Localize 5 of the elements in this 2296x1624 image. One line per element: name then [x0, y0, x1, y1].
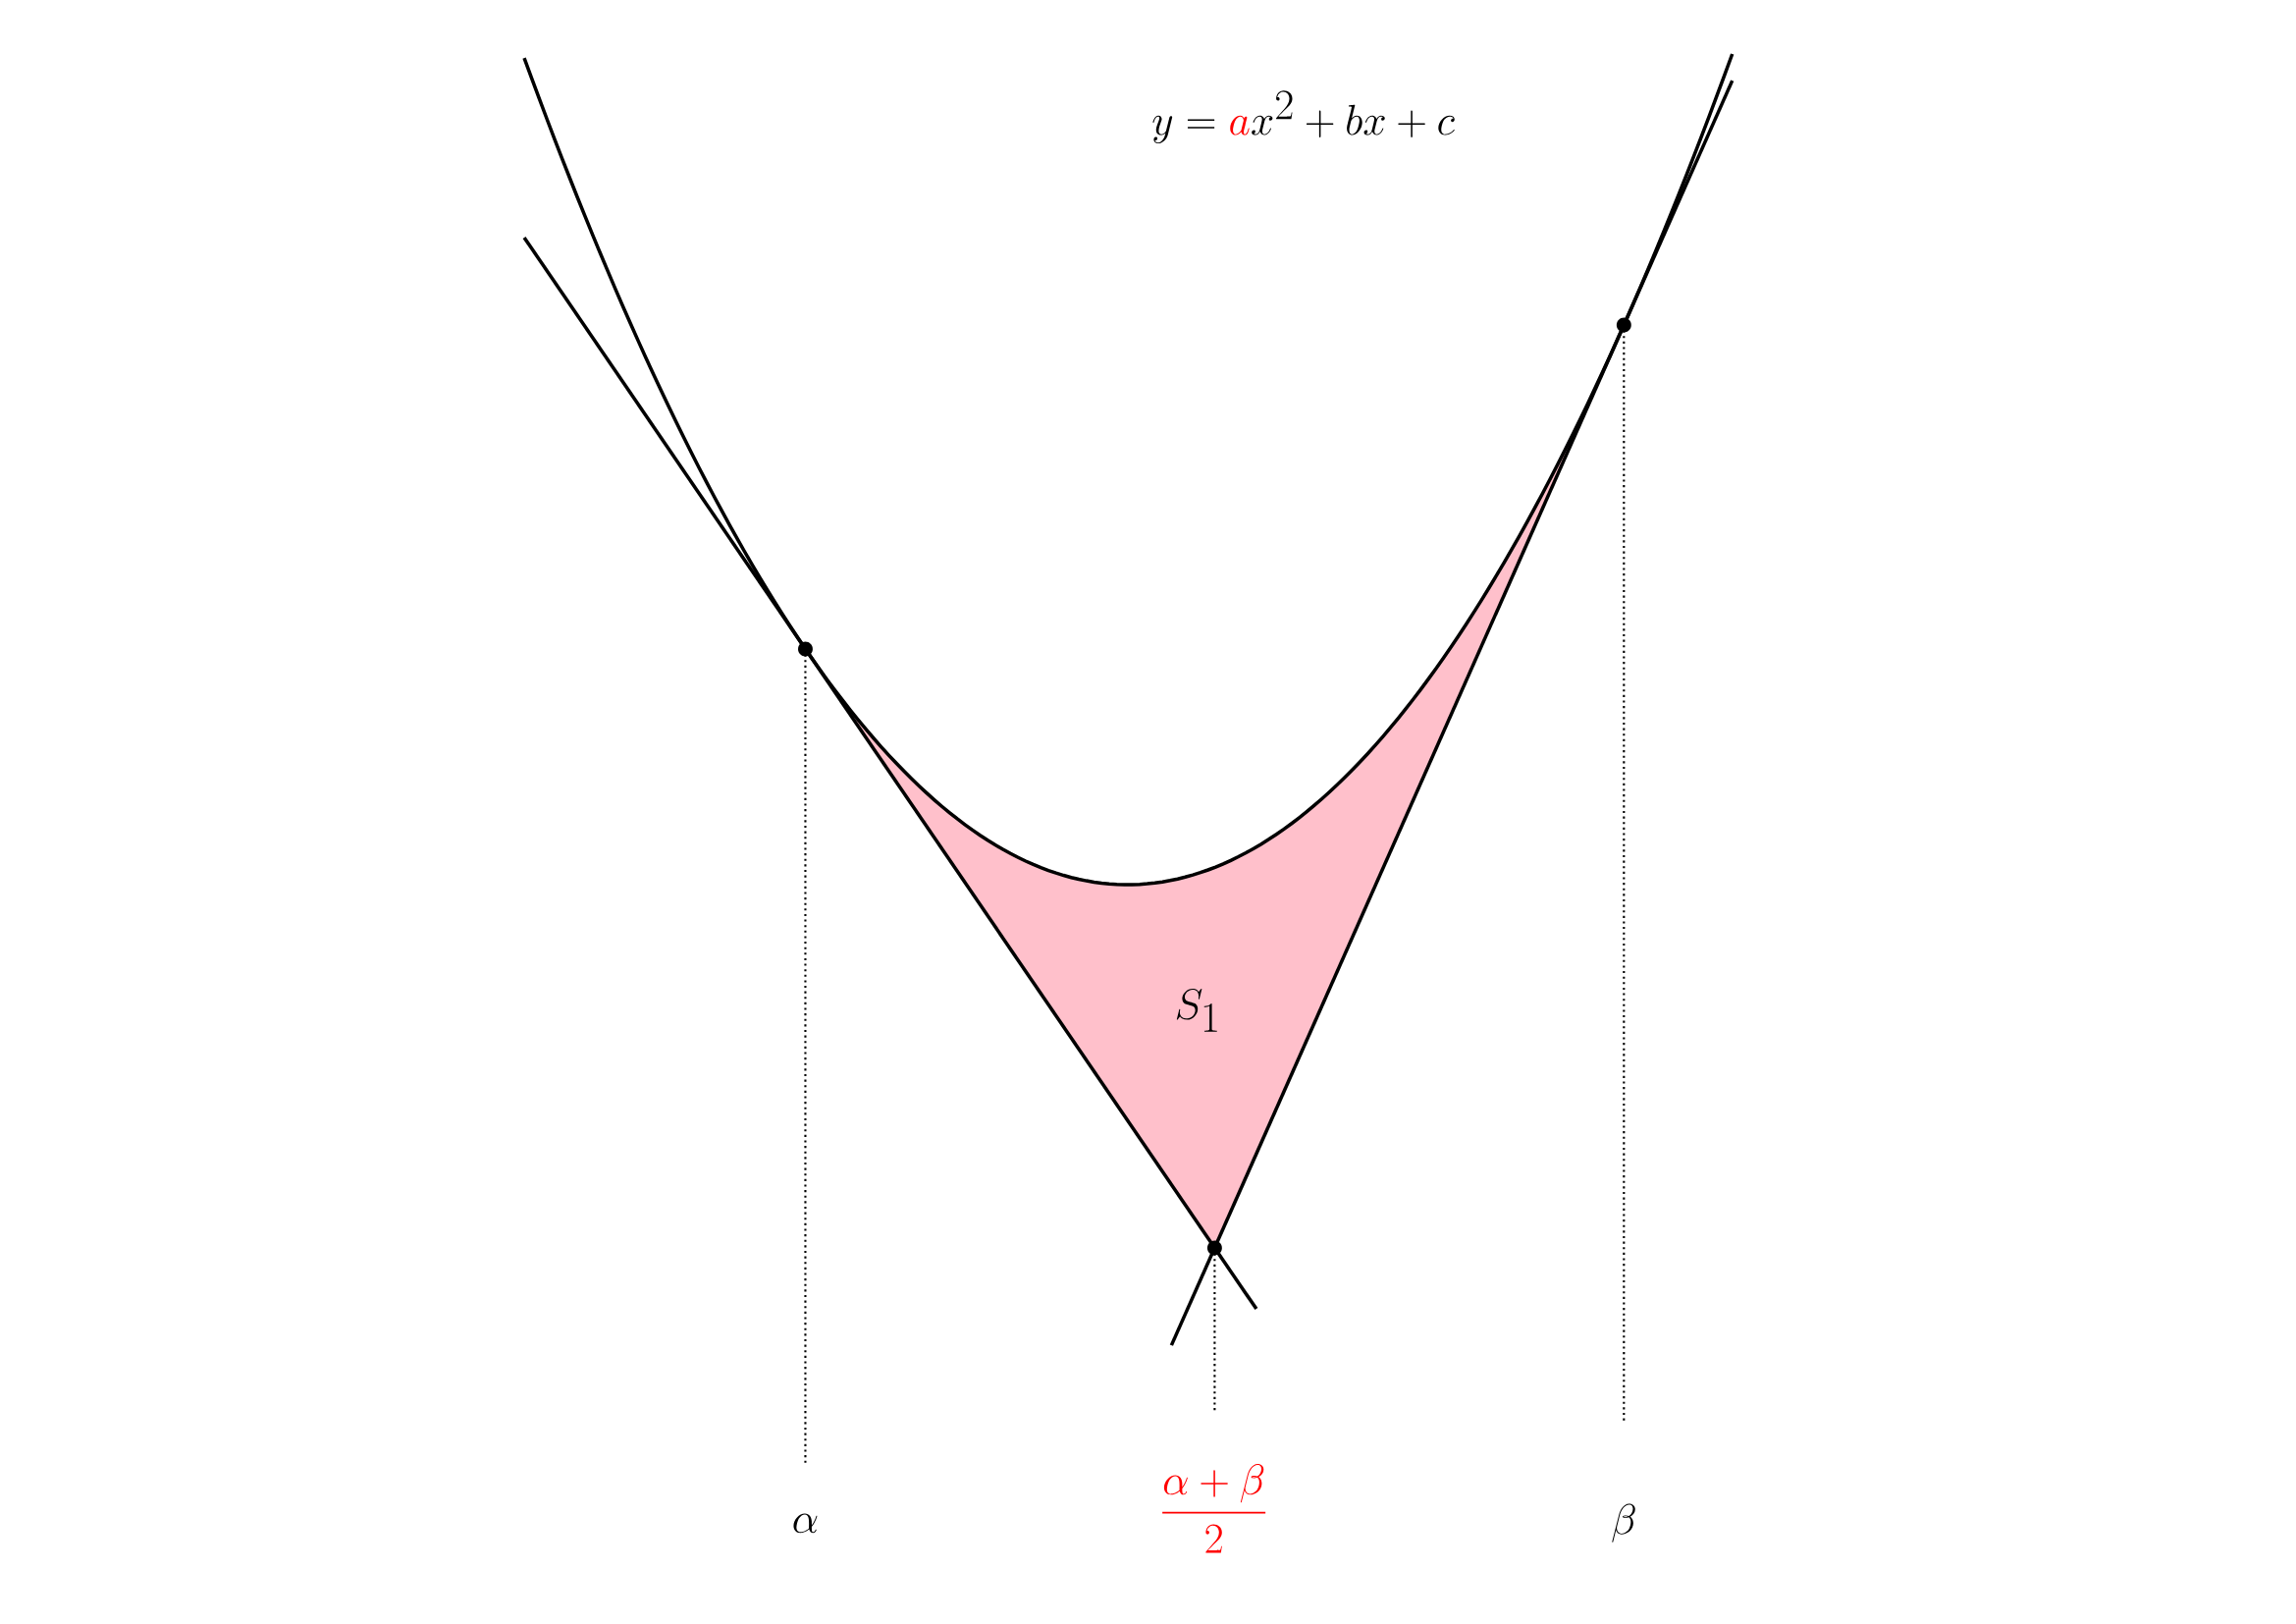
axis-label: $\textcolor{red}{\dfrac{\alpha+\beta}{2}}$: [1162, 1463, 1266, 1553]
area-label: $S_1$: [1176, 988, 1217, 1032]
equation-label: $y=\textcolor{red}{a}x^2+bx+c$: [1152, 90, 1455, 143]
axis-label: $\alpha$: [793, 1513, 818, 1534]
axis-label: $\beta$: [1612, 1503, 1635, 1543]
